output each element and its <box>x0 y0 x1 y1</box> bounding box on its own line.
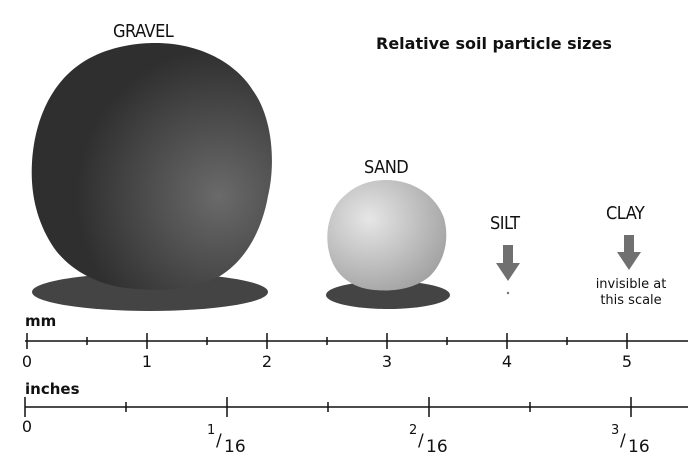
inches-zero-label: 0 <box>22 417 32 436</box>
silt-label: SILT <box>490 213 520 234</box>
silt-arrow-icon <box>496 245 520 281</box>
fraction-slash: / <box>620 431 626 451</box>
sand-particle <box>327 180 447 291</box>
sand-shadow <box>326 281 450 309</box>
fraction-slash: / <box>418 431 424 451</box>
fraction-denominator: 16 <box>426 437 448 457</box>
inches-fraction-label: 1/16 <box>207 423 246 457</box>
clay-note-line-2: this scale <box>600 293 661 308</box>
fraction-denominator: 16 <box>628 437 650 457</box>
gravel-particle <box>31 42 272 290</box>
inches-unit-label: inches <box>25 380 80 398</box>
silt-particle <box>506 291 510 295</box>
clay-label: CLAY <box>606 203 645 224</box>
fraction-numerator: 1 <box>207 423 215 438</box>
fraction-slash: / <box>216 431 222 451</box>
mm-tick-label: 3 <box>382 352 392 371</box>
gravel-label: GRAVEL <box>113 21 174 42</box>
mm-tick-label: 2 <box>262 352 272 371</box>
diagram-title: Relative soil particle sizes <box>376 34 612 53</box>
mm-tick-label: 1 <box>142 352 152 371</box>
clay-arrow-icon <box>617 235 641 270</box>
mm-tick-label: 4 <box>502 352 512 371</box>
mm-unit-label: mm <box>25 312 56 330</box>
mm-tick-label: 0 <box>22 352 32 371</box>
fraction-denominator: 16 <box>224 437 246 457</box>
gravel-shadow <box>32 273 268 311</box>
fraction-numerator: 3 <box>611 423 619 438</box>
inches-fraction-label: 2/16 <box>409 423 448 457</box>
mm-tick-label: 5 <box>622 352 632 371</box>
fraction-numerator: 2 <box>409 423 417 438</box>
sand-label: SAND <box>364 157 408 178</box>
mm-scale: 0 1 2 3 4 5 <box>22 333 688 371</box>
inches-fraction-label: 3/16 <box>611 423 650 457</box>
clay-note-line-1: invisible at <box>596 277 667 292</box>
